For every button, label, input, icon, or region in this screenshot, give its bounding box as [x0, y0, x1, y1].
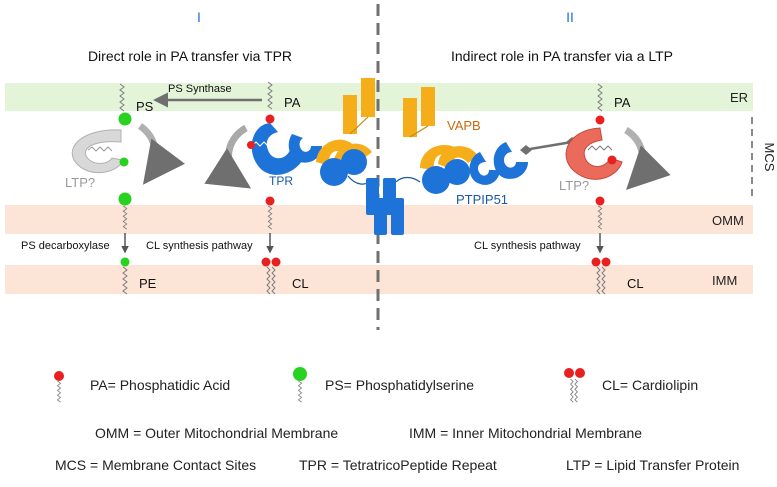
- legend-imm-text: IMM = Inner Mitochondrial Membrane: [409, 425, 642, 441]
- pe-label: PE: [139, 276, 157, 291]
- vapb-right-rect-2: [421, 87, 435, 126]
- ltp-right-shape: [565, 127, 623, 180]
- vapb-left-linker: [349, 116, 369, 135]
- pa-lipid-head-er-left: [265, 114, 275, 124]
- legend-cl-head-a: [564, 368, 574, 378]
- cl-lipid-head-right-a: [591, 257, 601, 267]
- legend-ps-text: PS= Phosphatidylserine: [325, 377, 474, 393]
- legend-pa-head: [54, 371, 64, 381]
- ltp-left-arrow: [137, 123, 185, 185]
- connector-diamond-1: [520, 145, 532, 155]
- ptpip51-left-ball-1: [320, 158, 348, 186]
- ltp-right-cargo: [587, 145, 613, 151]
- cl-label-left: CL: [292, 276, 309, 291]
- ptpip51-label: PTPIP51: [456, 192, 508, 207]
- ptpip51-right-tpr-1: [469, 152, 500, 185]
- tpr-pa-head: [247, 141, 255, 149]
- ps-synthase-label: PS Synthase: [168, 83, 232, 95]
- legend-ltp-text: LTP = Lipid Transfer Protein: [566, 457, 739, 473]
- imm-label: IMM: [712, 273, 737, 288]
- pa-lipid-head-omm-left: [265, 196, 275, 206]
- ltp-right-arrow: [623, 127, 671, 190]
- cl-label-right: CL: [627, 276, 644, 291]
- panel-numeral-right: II: [566, 9, 574, 25]
- legend-mcs-text: MCS = Membrane Contact Sites: [55, 457, 256, 473]
- tpr-domain-shape-2: [288, 134, 322, 163]
- legend-ps-head: [293, 367, 307, 381]
- pa-lipid-head-omm-right: [595, 196, 605, 206]
- legend-omm-text: OMM = Outer Mitochondrial Membrane: [95, 425, 338, 441]
- vapb-label: VAPB: [447, 118, 481, 133]
- ps-decarboxylase-label: PS decarboxylase: [21, 240, 110, 252]
- ptpip51-left-ball-2: [341, 149, 367, 175]
- ltp-left-ps-head: [119, 157, 129, 167]
- ps-lipid-head-er: [118, 112, 132, 126]
- ptpip51-linker-right: [395, 176, 421, 183]
- cl-pathway-label-left: CL synthesis pathway: [146, 240, 253, 252]
- legend-pa-text: PA= Phosphatidic Acid: [90, 377, 230, 393]
- ptpip51-right-ball-1: [422, 166, 450, 194]
- pa-label-left: PA: [284, 95, 301, 110]
- legend-tpr-text: TPR = TetratricoPeptide Repeat: [299, 457, 497, 473]
- omm-label: OMM: [712, 213, 744, 228]
- panel-numeral-left: I: [197, 9, 201, 25]
- ps-lipid-head-omm: [118, 192, 132, 206]
- ptpip51-ltp-connector: [523, 140, 573, 152]
- tm-domain-4: [391, 198, 404, 235]
- legend-ps-tail: [297, 380, 303, 403]
- legend-pa-tail: [56, 380, 62, 403]
- vapb-left-rect-2: [361, 78, 375, 117]
- cl-lipid-head-right-b: [601, 257, 611, 267]
- legend-cl-text: CL= Cardiolipin: [602, 377, 698, 393]
- ltp-left-shape: [71, 129, 123, 174]
- pe-lipid-head: [120, 257, 130, 267]
- mcs-label: MCS: [762, 143, 777, 172]
- ltp-right-pa-head: [607, 155, 617, 165]
- ptpip51-right-tpr-2: [493, 142, 528, 179]
- cl-lipid-head-left-a: [261, 257, 271, 267]
- panel-title-left: Direct role in PA transfer via TPR: [88, 48, 292, 64]
- vapb-right-linker: [409, 125, 429, 138]
- cl-pathway-label-right: CL synthesis pathway: [474, 240, 581, 252]
- pa-label-right: PA: [614, 95, 631, 110]
- vapb-left-rect-1: [343, 95, 357, 134]
- tpr-label: TPR: [269, 174, 293, 188]
- legend-cl-head-b: [575, 368, 585, 378]
- tpr-transfer-arrow: [204, 124, 252, 189]
- ltp-label-right: LTP?: [559, 178, 589, 193]
- tm-domain-3: [374, 198, 387, 235]
- ltp-left-cargo: [87, 146, 113, 152]
- legend-cl-tail: [569, 378, 579, 404]
- tpr-domain-shape: [251, 123, 305, 175]
- pa-lipid-head-er-right: [595, 115, 605, 125]
- cl-lipid-head-left-b: [271, 257, 281, 267]
- tpr-cargo: [251, 141, 269, 147]
- vapb-right-rect-1: [403, 98, 417, 137]
- er-label: ER: [730, 90, 748, 105]
- ltp-label-left: LTP?: [65, 175, 95, 190]
- ps-label: PS: [136, 99, 154, 114]
- panel-title-right: Indirect role in PA transfer via a LTP: [451, 48, 673, 64]
- ptpip51-right-ball-2: [444, 159, 470, 185]
